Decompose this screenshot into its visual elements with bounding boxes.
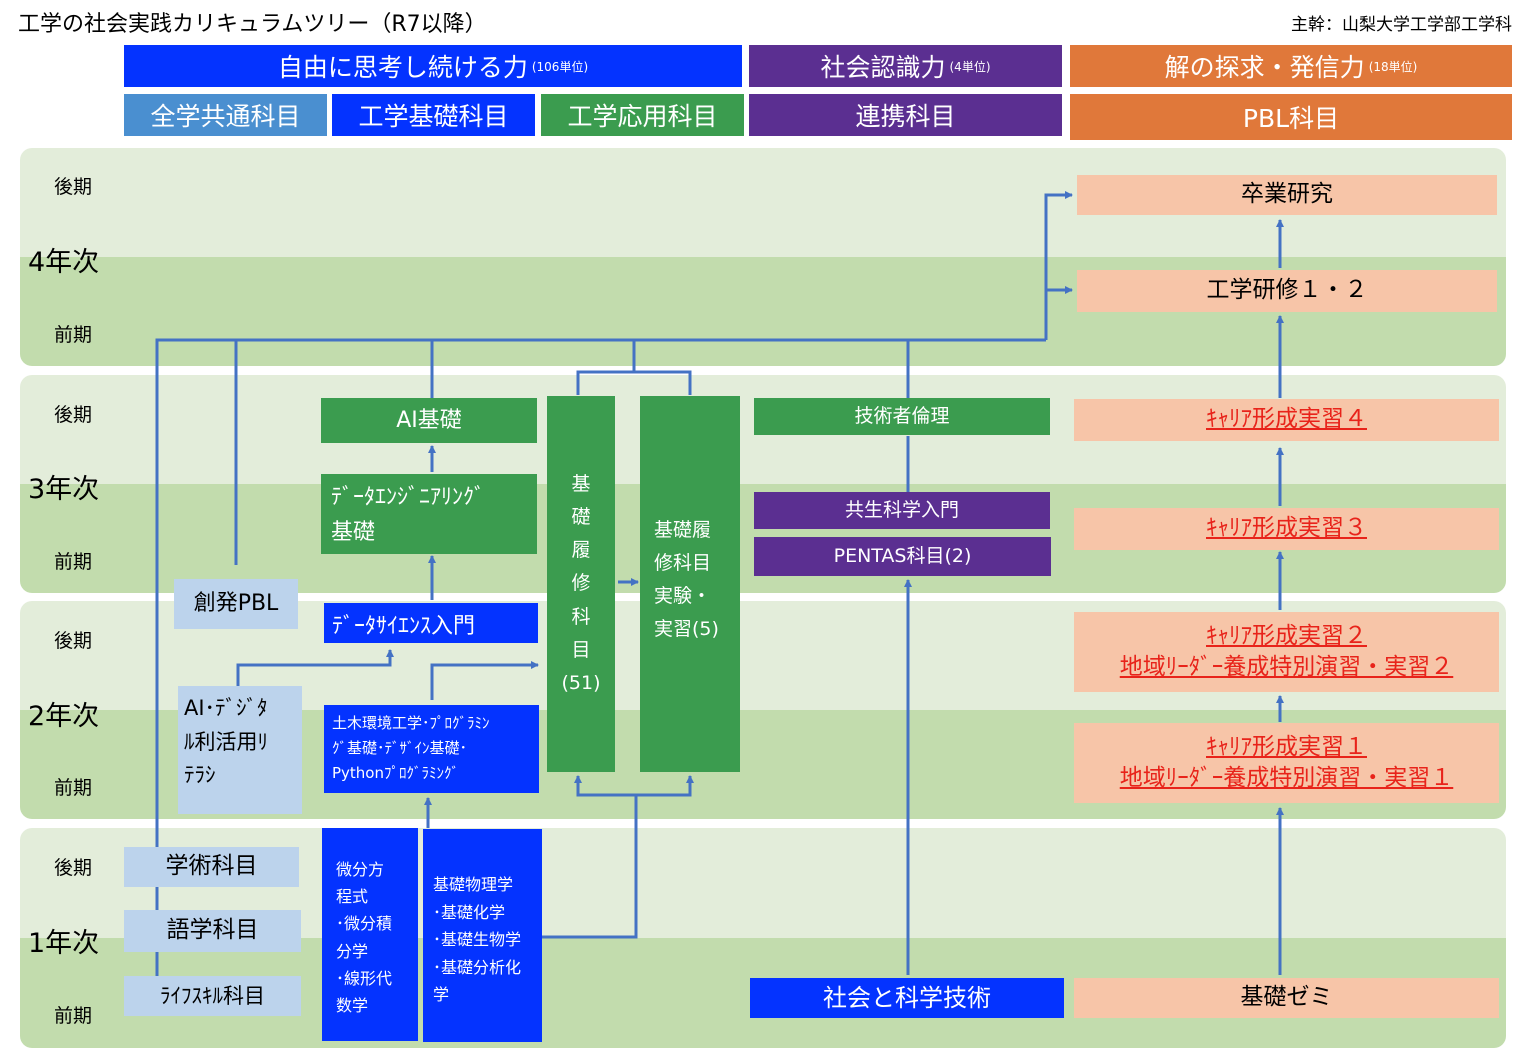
course-sohatsu-pbl: 創発PBL [174,579,298,629]
course-sotsugyo: 卒業研究 [1077,175,1497,215]
course-kiso-jikken-line: 修科目 [654,552,712,575]
course-kiso-rishu-char: 修 [571,572,591,595]
course-career1: ｷｬﾘｱ形成実習１ [1206,733,1367,760]
course-science: 基礎物理学 ･基礎化学 ･基礎生物学 ･基礎分析化 学 [423,829,542,1042]
sponsor-label: 主幹：山梨大学工学部工学科 [1291,15,1512,35]
course-kiso-jikken-line: 実験・ [654,585,712,608]
course-ai-kiso: AI基礎 [321,398,537,443]
course-shakai-kagaku: 社会と科学技術 [750,978,1064,1018]
course-lifeskill: ﾗｲﾌｽｷﾙ科目 [124,976,301,1016]
course-kyosei: 共生科学入門 [754,492,1050,529]
course-career3: ｷｬﾘｱ形成実習３ [1074,508,1499,550]
course-pentas: PENTAS科目(2) [754,537,1051,576]
header-shakai-units: (4単位) [949,59,991,74]
category-common: 全学共通科目 [124,94,327,136]
semester-late: 後期 [54,404,93,426]
semester-early: 前期 [54,1005,93,1027]
semester-late: 後期 [54,630,93,652]
course-data-engineering-line2: 基礎 [331,520,376,546]
header-jiyu: 自由に思考し続ける力(106単位) [124,45,742,87]
course-math-line: 分学 [336,941,369,961]
course-kiso-rishu-char: 履 [571,539,591,562]
category-pbl: PBL科目 [1070,94,1512,140]
semester-early: 前期 [54,777,93,799]
course-chiiki2: 地域ﾘｰﾀﾞｰ養成特別演習・実習２ [1119,654,1454,680]
course-science-line: ･基礎生物学 [433,930,522,950]
semester-late: 後期 [54,857,93,879]
header-kai: 解の探求・発信力(18単位) [1070,45,1512,87]
course-kiso-jikken-line: 基礎履 [654,519,712,541]
course-doboku-line: ｸﾞ基礎･ﾃﾞｻﾞｲﾝ基礎･ [332,738,468,757]
course-math-line: 数学 [336,995,369,1015]
course-kenshu: 工学研修１・２ [1077,270,1497,312]
course-career2-group: ｷｬﾘｱ形成実習２ 地域ﾘｰﾀﾞｰ養成特別演習・実習２ [1074,612,1499,692]
semester-early: 前期 [54,551,93,573]
course-chiiki1: 地域ﾘｰﾀﾞｰ養成特別演習・実習１ [1119,765,1454,791]
course-career4: ｷｬﾘｱ形成実習４ [1074,399,1499,441]
course-math-line: 微分方 [336,860,385,879]
course-data-engineering: ﾃﾞｰﾀｴﾝｼﾞﾆｱﾘﾝｸﾞ 基礎 [321,474,537,554]
course-kiso-rishu-char: 目 [571,638,591,661]
course-kiso-jikken: 基礎履 修科目 実験・ 実習(5) [640,396,740,772]
course-kiso-rishu-char: 礎 [571,506,591,529]
semester-early: 前期 [54,324,93,346]
header-shakai-label: 社会認識力 [820,53,946,82]
course-kiso-jikken-line: 実習(5) [654,618,719,641]
header-shakai: 社会認識力(4単位) [749,45,1062,87]
course-gogaku: 語学科目 [124,910,301,952]
year-label: 3年次 [28,474,100,505]
course-ai-digital: AI･ﾃﾞｼﾞﾀ ﾙ利活用ﾘ ﾃﾗｼ [178,686,302,814]
year-label: 2年次 [28,701,100,732]
year-label: 1年次 [28,928,100,959]
course-math-line: ･線形代 [336,968,393,988]
course-science-line: 基礎物理学 [433,875,514,894]
course-doboku-line: 土木環境工学･ﾌﾟﾛｸﾞﾗﾐﾝ [332,714,490,732]
course-doboku-line: Pythonﾌﾟﾛｸﾞﾗﾐﾝｸﾞ [332,763,459,782]
header-jiyu-label: 自由に思考し続ける力 [277,53,528,82]
course-ai-digital-line: ﾙ利活用ﾘ [184,729,268,754]
course-ai-digital-line: ﾃﾗｼ [184,763,216,788]
course-kiso-rishu-char: 基 [571,473,591,496]
course-ai-digital-line: AI･ﾃﾞｼﾞﾀ [184,696,268,720]
year-label: 4年次 [28,247,100,278]
header-kai-label: 解の探求・発信力 [1164,53,1365,82]
course-rinri: 技術者倫理 [754,398,1050,435]
category-applied: 工学応用科目 [541,94,744,136]
course-kiso-seminar: 基礎ゼミ [1074,978,1499,1018]
course-math: 微分方 程式 ･微分積 分学 ･線形代 数学 [322,828,418,1041]
course-science-line: ･基礎分析化 [433,957,522,977]
category-basic: 工学基礎科目 [332,94,535,136]
course-kiso-rishu-char: 科 [571,605,591,628]
course-science-line: 学 [433,985,450,1005]
course-math-line: ･微分積 [336,914,393,934]
course-data-engineering-line1: ﾃﾞｰﾀｴﾝｼﾞﾆｱﾘﾝｸﾞ [331,485,486,510]
course-career2: ｷｬﾘｱ形成実習２ [1206,622,1367,649]
semester-late: 後期 [54,176,93,198]
course-career1-group: ｷｬﾘｱ形成実習１ 地域ﾘｰﾀﾞｰ養成特別演習・実習１ [1074,723,1499,803]
course-kiso-rishu-units: (51) [561,671,601,694]
category-renkei: 連携科目 [749,94,1062,136]
header-kai-units: (18単位) [1368,59,1418,74]
header-jiyu-units: (106単位) [531,59,589,74]
course-data-science: ﾃﾞｰﾀｻｲｴﾝｽ入門 [324,603,538,643]
course-math-line: 程式 [336,887,369,907]
page-title: 工学の社会実践カリキュラムツリー（R7以降） [18,12,487,37]
course-doboku: 土木環境工学･ﾌﾟﾛｸﾞﾗﾐﾝ ｸﾞ基礎･ﾃﾞｻﾞｲﾝ基礎･ Pythonﾌﾟﾛ… [324,705,539,793]
course-science-line: ･基礎化学 [433,902,506,922]
course-gakujutsu: 学術科目 [124,847,299,887]
course-kiso-rishu: 基 礎 履 修 科 目 (51) [547,396,615,772]
